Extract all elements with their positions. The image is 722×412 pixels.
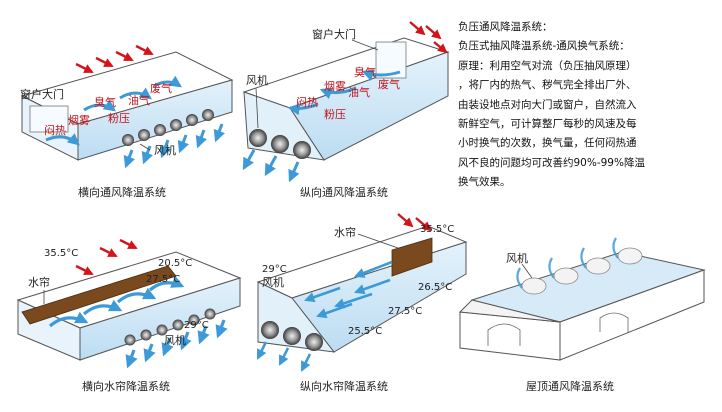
pollutant-label: 粉压: [324, 108, 346, 121]
description-line: ，将厂内的热气、秽气完全排出厂外、: [458, 79, 637, 92]
description-line: 换气效果。: [458, 176, 511, 189]
panel-roof-ventilation: 风机 屋顶通风降温系统: [458, 237, 706, 393]
door-arch: [599, 312, 629, 332]
pollutant-label: 油气: [348, 85, 370, 99]
fan: [261, 321, 279, 339]
fan: [124, 334, 136, 346]
panel-cross-ventilation: 窗户大门 闷热 烟雾 臭气 油气 粉压 废气 风机 横向通风降温系统: [20, 44, 234, 199]
panel-tunnel-ventilation: 窗户大门 风机 闷热 烟雾 臭气 油气 粉压 废气 纵向通风降温系统: [242, 21, 450, 199]
temperature-label: 27.5°C: [146, 274, 180, 285]
building-side-wall: [559, 269, 705, 361]
fan: [138, 129, 150, 141]
description-line: 新鲜空气，可计算整厂每秒的风速及每: [458, 118, 637, 131]
fan: [521, 277, 547, 295]
description-line: 负压式抽风降温系统-通风换气系统：: [458, 40, 630, 53]
exhaust-fans: [122, 109, 214, 146]
pollutant-label: 油气: [128, 93, 150, 107]
fan: [585, 257, 611, 275]
window-door-label: 窗户大门: [312, 27, 356, 41]
airflow-arrows: [48, 275, 228, 369]
system-description: 负压通风降温系统： 负压式抽风降温系统-通风换气系统： 原理：利用空气对流（负压…: [458, 18, 716, 193]
pollutant-label: 臭气: [94, 95, 116, 109]
roof-fans: [521, 247, 643, 295]
fan-label: 风机: [262, 275, 284, 289]
description-line: 小时换气的次数，换气量，任何闷热通: [458, 137, 637, 150]
temperature-label: 29°C: [262, 264, 287, 275]
fan: [283, 327, 301, 345]
pollutant-label: 臭气: [354, 65, 376, 79]
panel-cross-water-curtain: 35.5°C 20.5°C 27.5°C 29°C 水帘 风机 横向水帘降温系统: [16, 238, 242, 393]
fan: [293, 141, 311, 159]
pollutant-label: 烟雾: [68, 113, 90, 127]
panel-caption: 纵向水帘降温系统: [300, 379, 388, 393]
exhaust-fans: [249, 129, 311, 159]
fan: [202, 109, 214, 121]
pollutant-label: 废气: [378, 77, 400, 91]
panel-caption: 横向水帘降温系统: [82, 379, 170, 393]
fan: [172, 319, 184, 331]
temperature-label: 29°C: [184, 320, 209, 331]
description-line: 负压通风降温系统：: [458, 21, 553, 33]
temperature-label: 26.5°C: [418, 282, 452, 293]
fan-label: 风机: [506, 251, 528, 265]
water-curtain: [391, 237, 433, 277]
door-arch: [487, 323, 521, 346]
panel-tunnel-water-curtain: 35.5°C 29°C 26.5°C 27.5°C 25.5°C 水帘 风机 纵…: [256, 213, 468, 393]
window-door: [29, 105, 69, 133]
airflow-arrows: [256, 260, 393, 372]
fan: [617, 247, 643, 265]
description-line: 风不良的问题均可改善约90%-99%降温: [458, 156, 645, 169]
fan: [140, 329, 152, 341]
pollutant-label: 粉压: [108, 112, 130, 125]
temperature-label: 35.5°C: [420, 224, 454, 235]
fresh-air-arrows: [75, 238, 138, 276]
roof-airflow: [516, 237, 619, 289]
fan-label: 风机: [164, 333, 186, 347]
fan-label: 风机: [246, 73, 268, 87]
description-line: 由装设地点对向大门或窗户，自然流入: [458, 98, 637, 111]
panel-caption: 屋顶通风降温系统: [526, 379, 614, 393]
panel-caption: 横向通风降温系统: [78, 185, 166, 199]
temperature-label: 25.5°C: [348, 326, 382, 337]
airflow-arrows: [45, 75, 225, 169]
fan: [154, 124, 166, 136]
fan-label: 风机: [154, 143, 176, 157]
pollutant-label: 闷热: [296, 95, 318, 109]
fan: [305, 333, 323, 351]
window-door: [375, 41, 407, 79]
fan: [122, 134, 134, 146]
fan: [186, 114, 198, 126]
airflow-arrows: [242, 69, 401, 183]
window-door-label: 窗户大门: [20, 87, 64, 101]
fan: [553, 267, 579, 285]
fan: [170, 119, 182, 131]
fresh-air-arrows: [397, 213, 432, 232]
exhaust-fans: [124, 308, 216, 346]
temperature-label: 20.5°C: [158, 258, 192, 269]
temperature-label: 27.5°C: [388, 306, 422, 317]
fan: [271, 135, 289, 153]
pollutant-label: 废气: [150, 81, 172, 95]
temperature-label: 35.5°C: [44, 248, 78, 259]
exhaust-fans: [261, 321, 323, 351]
building-gable: [458, 299, 561, 323]
pollutant-label: 烟雾: [324, 79, 346, 93]
fan: [204, 308, 216, 320]
water-curtain-label: 水帘: [334, 225, 356, 239]
pollutant-label: 闷热: [44, 123, 66, 137]
water-curtain-label: 水帘: [28, 275, 50, 289]
fresh-air-arrows: [409, 21, 448, 54]
fan: [156, 324, 168, 336]
fan: [249, 129, 267, 147]
fan: [188, 314, 200, 326]
fresh-air-arrows: [75, 44, 154, 74]
description-line: 原理：利用空气对流（负压抽风原理）: [458, 59, 637, 72]
panel-caption: 纵向通风降温系统: [300, 185, 388, 199]
